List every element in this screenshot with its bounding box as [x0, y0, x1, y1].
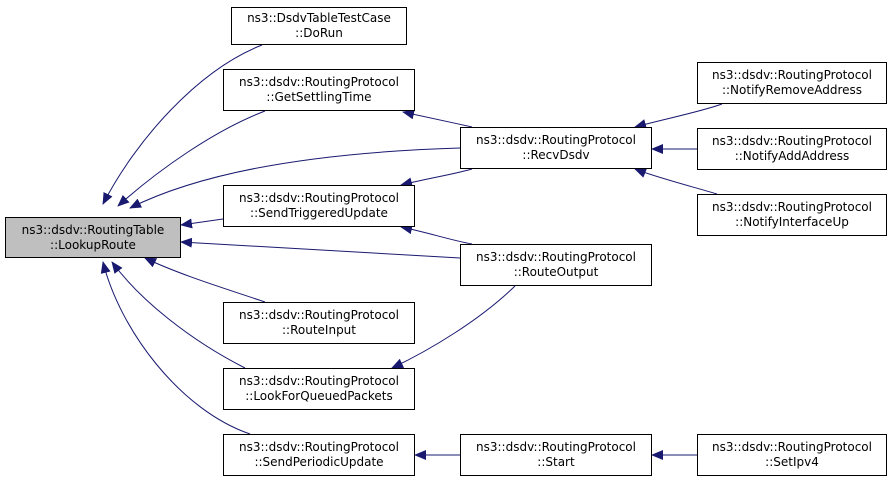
node-class-label: ns3::dsdv::RoutingProtocol	[239, 308, 399, 322]
node-send-triggered-update[interactable]: ns3::dsdv::RoutingProtocol ::SendTrigger…	[223, 185, 415, 227]
node-notify-add-address[interactable]: ns3::dsdv::RoutingProtocol ::NotifyAddAd…	[697, 128, 887, 170]
node-method-label: ::LookupRoute	[50, 237, 136, 252]
edge-recv-dsdv-to-send-triggered-update	[400, 168, 473, 188]
node-class-label: ns3::dsdv::RoutingProtocol	[239, 75, 399, 89]
node-class-label: ns3::dsdv::RoutingTable	[21, 222, 165, 237]
node-route-input[interactable]: ns3::dsdv::RoutingProtocol ::RouteInput	[223, 302, 415, 344]
node-dsdv-table-test-case-do-run[interactable]: ns3::DsdvTableTestCase ::DoRun	[231, 7, 407, 45]
edge-dsdv-table-test-case-to-lookup-route	[102, 44, 263, 205]
node-method-label: ::NotifyAddAddress	[734, 149, 850, 163]
node-method-label: ::RouteInput	[282, 323, 356, 337]
edge-recv-dsdv-to-lookup-route	[129, 147, 461, 209]
node-class-label: ns3::dsdv::RoutingProtocol	[712, 68, 872, 82]
edge-send-triggered-update-to-lookup-route	[180, 218, 224, 229]
node-method-label: ::LookForQueuedPackets	[245, 389, 393, 403]
edge-send-periodic-update-to-lookup-route	[100, 261, 251, 435]
edge-route-output-to-send-triggered-update	[400, 224, 473, 245]
node-class-label: ns3::dsdv::RoutingProtocol	[712, 200, 872, 214]
edge-route-input-to-lookup-route	[144, 257, 266, 303]
node-method-label: ::RecvDsdv	[522, 148, 590, 162]
node-class-label: ns3::dsdv::RoutingProtocol	[476, 133, 636, 147]
node-class-label: ns3::dsdv::RoutingProtocol	[239, 374, 399, 388]
node-notify-interface-up[interactable]: ns3::dsdv::RoutingProtocol ::NotifyInter…	[697, 194, 887, 236]
node-method-label: ::NotifyRemoveAddress	[721, 83, 863, 97]
node-method-label: ::SendPeriodicUpdate	[254, 455, 384, 469]
node-route-output[interactable]: ns3::dsdv::RoutingProtocol ::RouteOutput	[460, 244, 652, 286]
node-start[interactable]: ns3::dsdv::RoutingProtocol ::Start	[460, 434, 652, 476]
node-get-settling-time[interactable]: ns3::dsdv::RoutingProtocol ::GetSettling…	[223, 69, 415, 111]
node-set-ipv4[interactable]: ns3::dsdv::RoutingProtocol ::SetIpv4	[697, 434, 887, 476]
node-class-label: ns3::dsdv::RoutingProtocol	[239, 440, 399, 454]
node-recv-dsdv[interactable]: ns3::dsdv::RoutingProtocol ::RecvDsdv	[460, 127, 652, 169]
edge-notify-interface-up-to-recv-dsdv	[634, 168, 718, 195]
node-method-label: ::Start	[537, 455, 575, 469]
node-class-label: ns3::dsdv::RoutingProtocol	[712, 134, 872, 148]
node-class-label: ns3::dsdv::RoutingProtocol	[476, 440, 636, 454]
edge-recv-dsdv-to-get-settling-time	[402, 109, 473, 128]
edge-route-output-to-look-for-queued-packets	[391, 285, 516, 369]
node-notify-remove-address[interactable]: ns3::dsdv::RoutingProtocol ::NotifyRemov…	[697, 62, 887, 104]
node-method-label: ::DoRun	[295, 26, 343, 40]
node-class-label: ns3::DsdvTableTestCase	[247, 11, 391, 25]
node-method-label: ::NotifyInterfaceUp	[735, 215, 849, 229]
node-method-label: ::RouteOutput	[513, 265, 599, 279]
node-method-label: ::SendTriggeredUpdate	[250, 206, 388, 220]
node-class-label: ns3::dsdv::RoutingProtocol	[712, 440, 872, 454]
node-look-for-queued-packets[interactable]: ns3::dsdv::RoutingProtocol ::LookForQueu…	[223, 368, 415, 410]
node-method-label: ::GetSettlingTime	[266, 90, 372, 104]
edge-notify-remove-address-to-recv-dsdv	[634, 103, 723, 129]
node-method-label: ::SetIpv4	[765, 455, 819, 469]
node-send-periodic-update[interactable]: ns3::dsdv::RoutingProtocol ::SendPeriodi…	[223, 434, 415, 476]
node-lookup-route: ns3::dsdv::RoutingTable ::LookupRoute	[5, 217, 181, 258]
edge-look-for-queued-packets-to-lookup-route	[111, 261, 246, 369]
edge-route-output-to-lookup-route	[180, 237, 461, 259]
edge-get-settling-time-to-lookup-route	[117, 110, 266, 207]
node-class-label: ns3::dsdv::RoutingProtocol	[239, 191, 399, 205]
node-class-label: ns3::dsdv::RoutingProtocol	[476, 250, 636, 264]
